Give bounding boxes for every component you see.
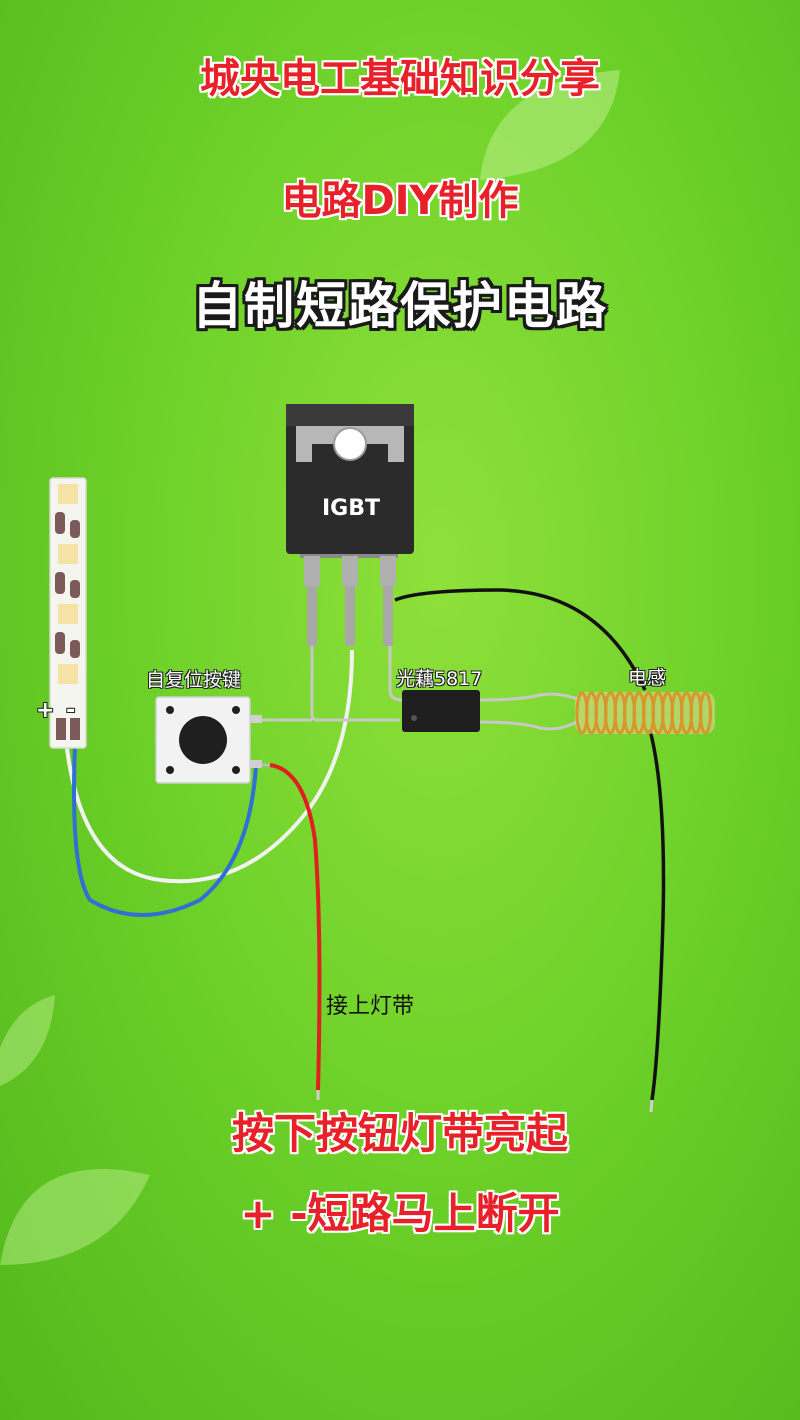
caption-line-2: + -短路马上断开 [240,1189,560,1238]
led-strip [49,477,87,749]
optocoupler-label: 光藕5817 [396,668,483,690]
blue-wire [72,744,258,917]
grey-wire-gate [310,640,400,722]
inductor-coil [575,691,715,735]
caption-line-1: 按下按钮灯带亮起 [231,1109,568,1158]
inductor-label: 电感 [628,667,667,689]
reset-button-component [155,696,262,784]
white-wire [64,649,354,884]
grey-wire-collector [388,640,403,702]
title-line-1: 城央电工基础知识分享 [200,56,600,102]
plus-minus-label: + - [36,698,78,723]
black-wire-top [394,588,647,691]
button-label: 自复位按键 [146,669,242,691]
led-strip-label: 接上灯带 [326,994,415,1019]
title-line-2: 电路DIY制作 [281,178,519,224]
red-wire [269,763,322,1091]
igbt-component [286,404,414,646]
igbt-label: IGBT [322,496,381,521]
optocoupler-component [402,690,480,732]
title-line-3: 自制短路保护电路 [192,277,608,335]
coil-turn [699,691,712,735]
black-wire-down [648,729,666,1101]
